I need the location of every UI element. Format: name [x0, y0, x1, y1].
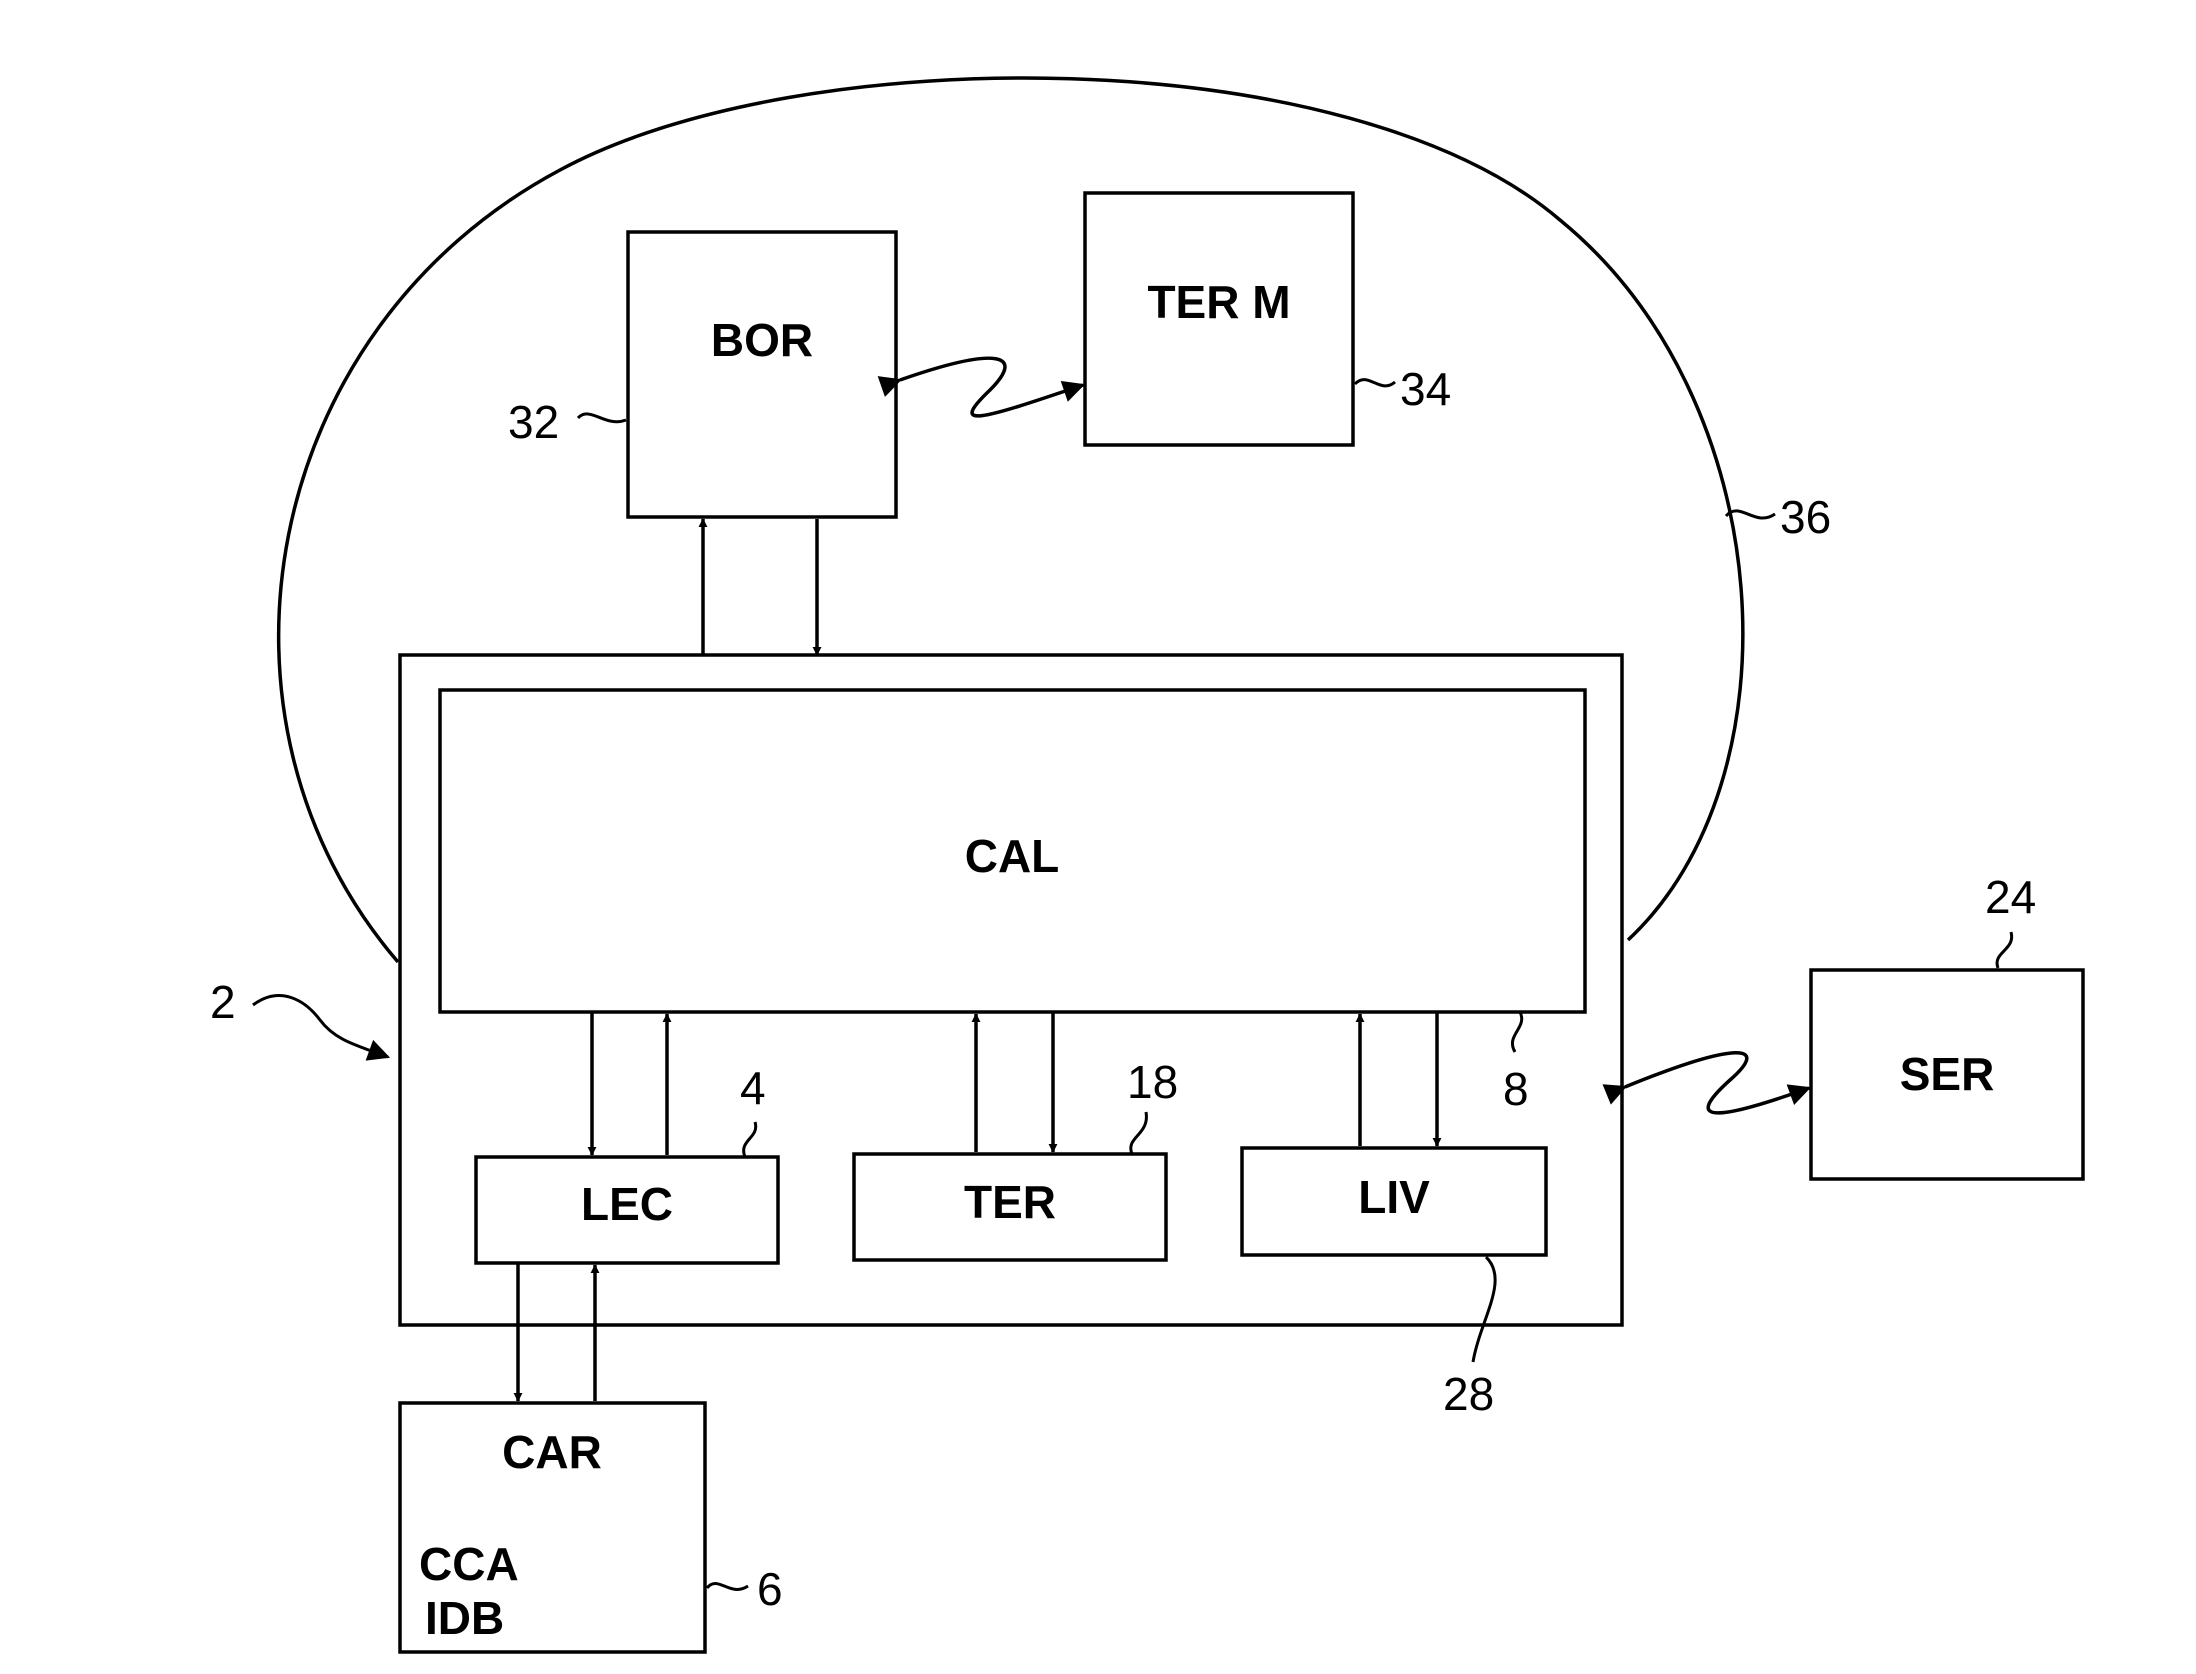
bor-label: BOR [711, 314, 813, 366]
ref-36: 36 [1780, 491, 1831, 543]
wireless-link-bor-term [900, 358, 1083, 416]
car-line2-label: CCA [419, 1538, 519, 1590]
ref-18: 18 [1127, 1056, 1178, 1108]
leader-ref-6 [707, 1583, 748, 1589]
liv-label: LIV [1358, 1171, 1430, 1223]
ser-label: SER [1900, 1048, 1995, 1100]
leader-ref-32 [578, 414, 626, 422]
ref-34: 34 [1400, 363, 1451, 415]
lec-label: LEC [581, 1178, 673, 1230]
wireless-link-device-ser [1625, 1053, 1809, 1113]
cal-label: CAL [965, 830, 1060, 882]
term-label: TER M [1147, 276, 1290, 328]
ref-2: 2 [210, 976, 236, 1028]
ref-24: 24 [1985, 871, 2036, 923]
ref-28: 28 [1443, 1368, 1494, 1420]
car-label: CAR [502, 1426, 602, 1478]
leader-ref-34 [1355, 380, 1395, 386]
ter-label: TER [964, 1176, 1056, 1228]
ref-6: 6 [757, 1563, 783, 1615]
ref-4: 4 [740, 1062, 766, 1114]
bor-box [628, 232, 896, 517]
ref-8: 8 [1503, 1063, 1529, 1115]
car-line3-label: IDB [425, 1592, 504, 1644]
leader-ref-36 [1726, 511, 1775, 518]
leader-ref-2 [253, 996, 388, 1057]
leader-ref-24 [1997, 932, 2012, 968]
ref-32: 32 [508, 396, 559, 448]
